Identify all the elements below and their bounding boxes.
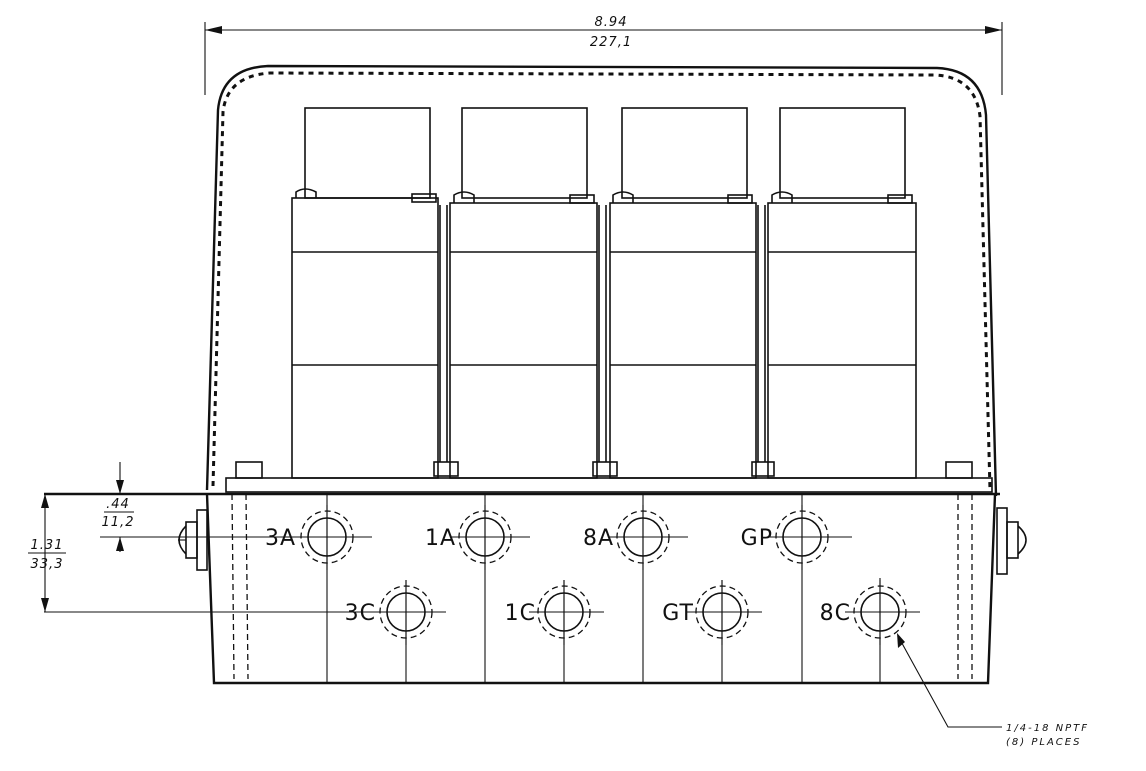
port-note: 1/4-18 NPTF (8) PLACES <box>897 633 1089 748</box>
right-mount-screw <box>996 507 1027 575</box>
port-offset-mm: 11,2 <box>102 515 135 530</box>
port-offset-inches: .44 <box>106 497 130 512</box>
port-label-1a: 1A <box>425 526 456 551</box>
row-spacing-inches: 1.31 <box>31 538 64 553</box>
port-label-gt: GT <box>662 601 694 626</box>
relay-coil <box>609 107 757 479</box>
port-gp: GP <box>741 505 852 570</box>
overall-width-inches: 8.94 <box>595 15 628 30</box>
overall-width-mm: 227,1 <box>590 35 632 50</box>
relay-coil <box>767 107 917 479</box>
relay-coils <box>291 107 917 479</box>
port-1a: 1A <box>425 505 530 570</box>
port-label-1c: 1C <box>505 601 536 626</box>
port-3a: 3A <box>265 505 372 570</box>
row-spacing-mm: 33,3 <box>31 557 64 572</box>
base-body <box>44 461 1000 685</box>
port-label-8c: 8C <box>820 601 851 626</box>
port-label-3c: 3C <box>345 601 376 626</box>
overall-width-dimension: 8.94 227,1 <box>204 15 1003 95</box>
left-mount-screw <box>178 509 208 571</box>
port-gt: GT <box>662 580 762 645</box>
row-spacing-dimension: 1.31 33,3 <box>28 494 66 612</box>
port-centerlines <box>326 495 881 683</box>
port-1c: 1C <box>505 580 604 645</box>
note-quantity: (8) PLACES <box>1006 737 1081 748</box>
port-8c: 8C <box>820 578 920 645</box>
relay-coil <box>291 107 439 479</box>
port-label-8a: 8A <box>583 526 614 551</box>
cover-housing <box>205 64 998 497</box>
port-label-3a: 3A <box>265 526 296 551</box>
tie-rods <box>433 205 775 477</box>
note-thread-size: 1/4-18 NPTF <box>1006 723 1089 734</box>
port-3c: 3C <box>44 580 446 645</box>
port-offset-dimension: .44 11,2 <box>100 462 292 552</box>
port-8a: 8A <box>583 505 688 570</box>
port-label-gp: GP <box>741 526 773 551</box>
relay-coil <box>449 107 598 479</box>
